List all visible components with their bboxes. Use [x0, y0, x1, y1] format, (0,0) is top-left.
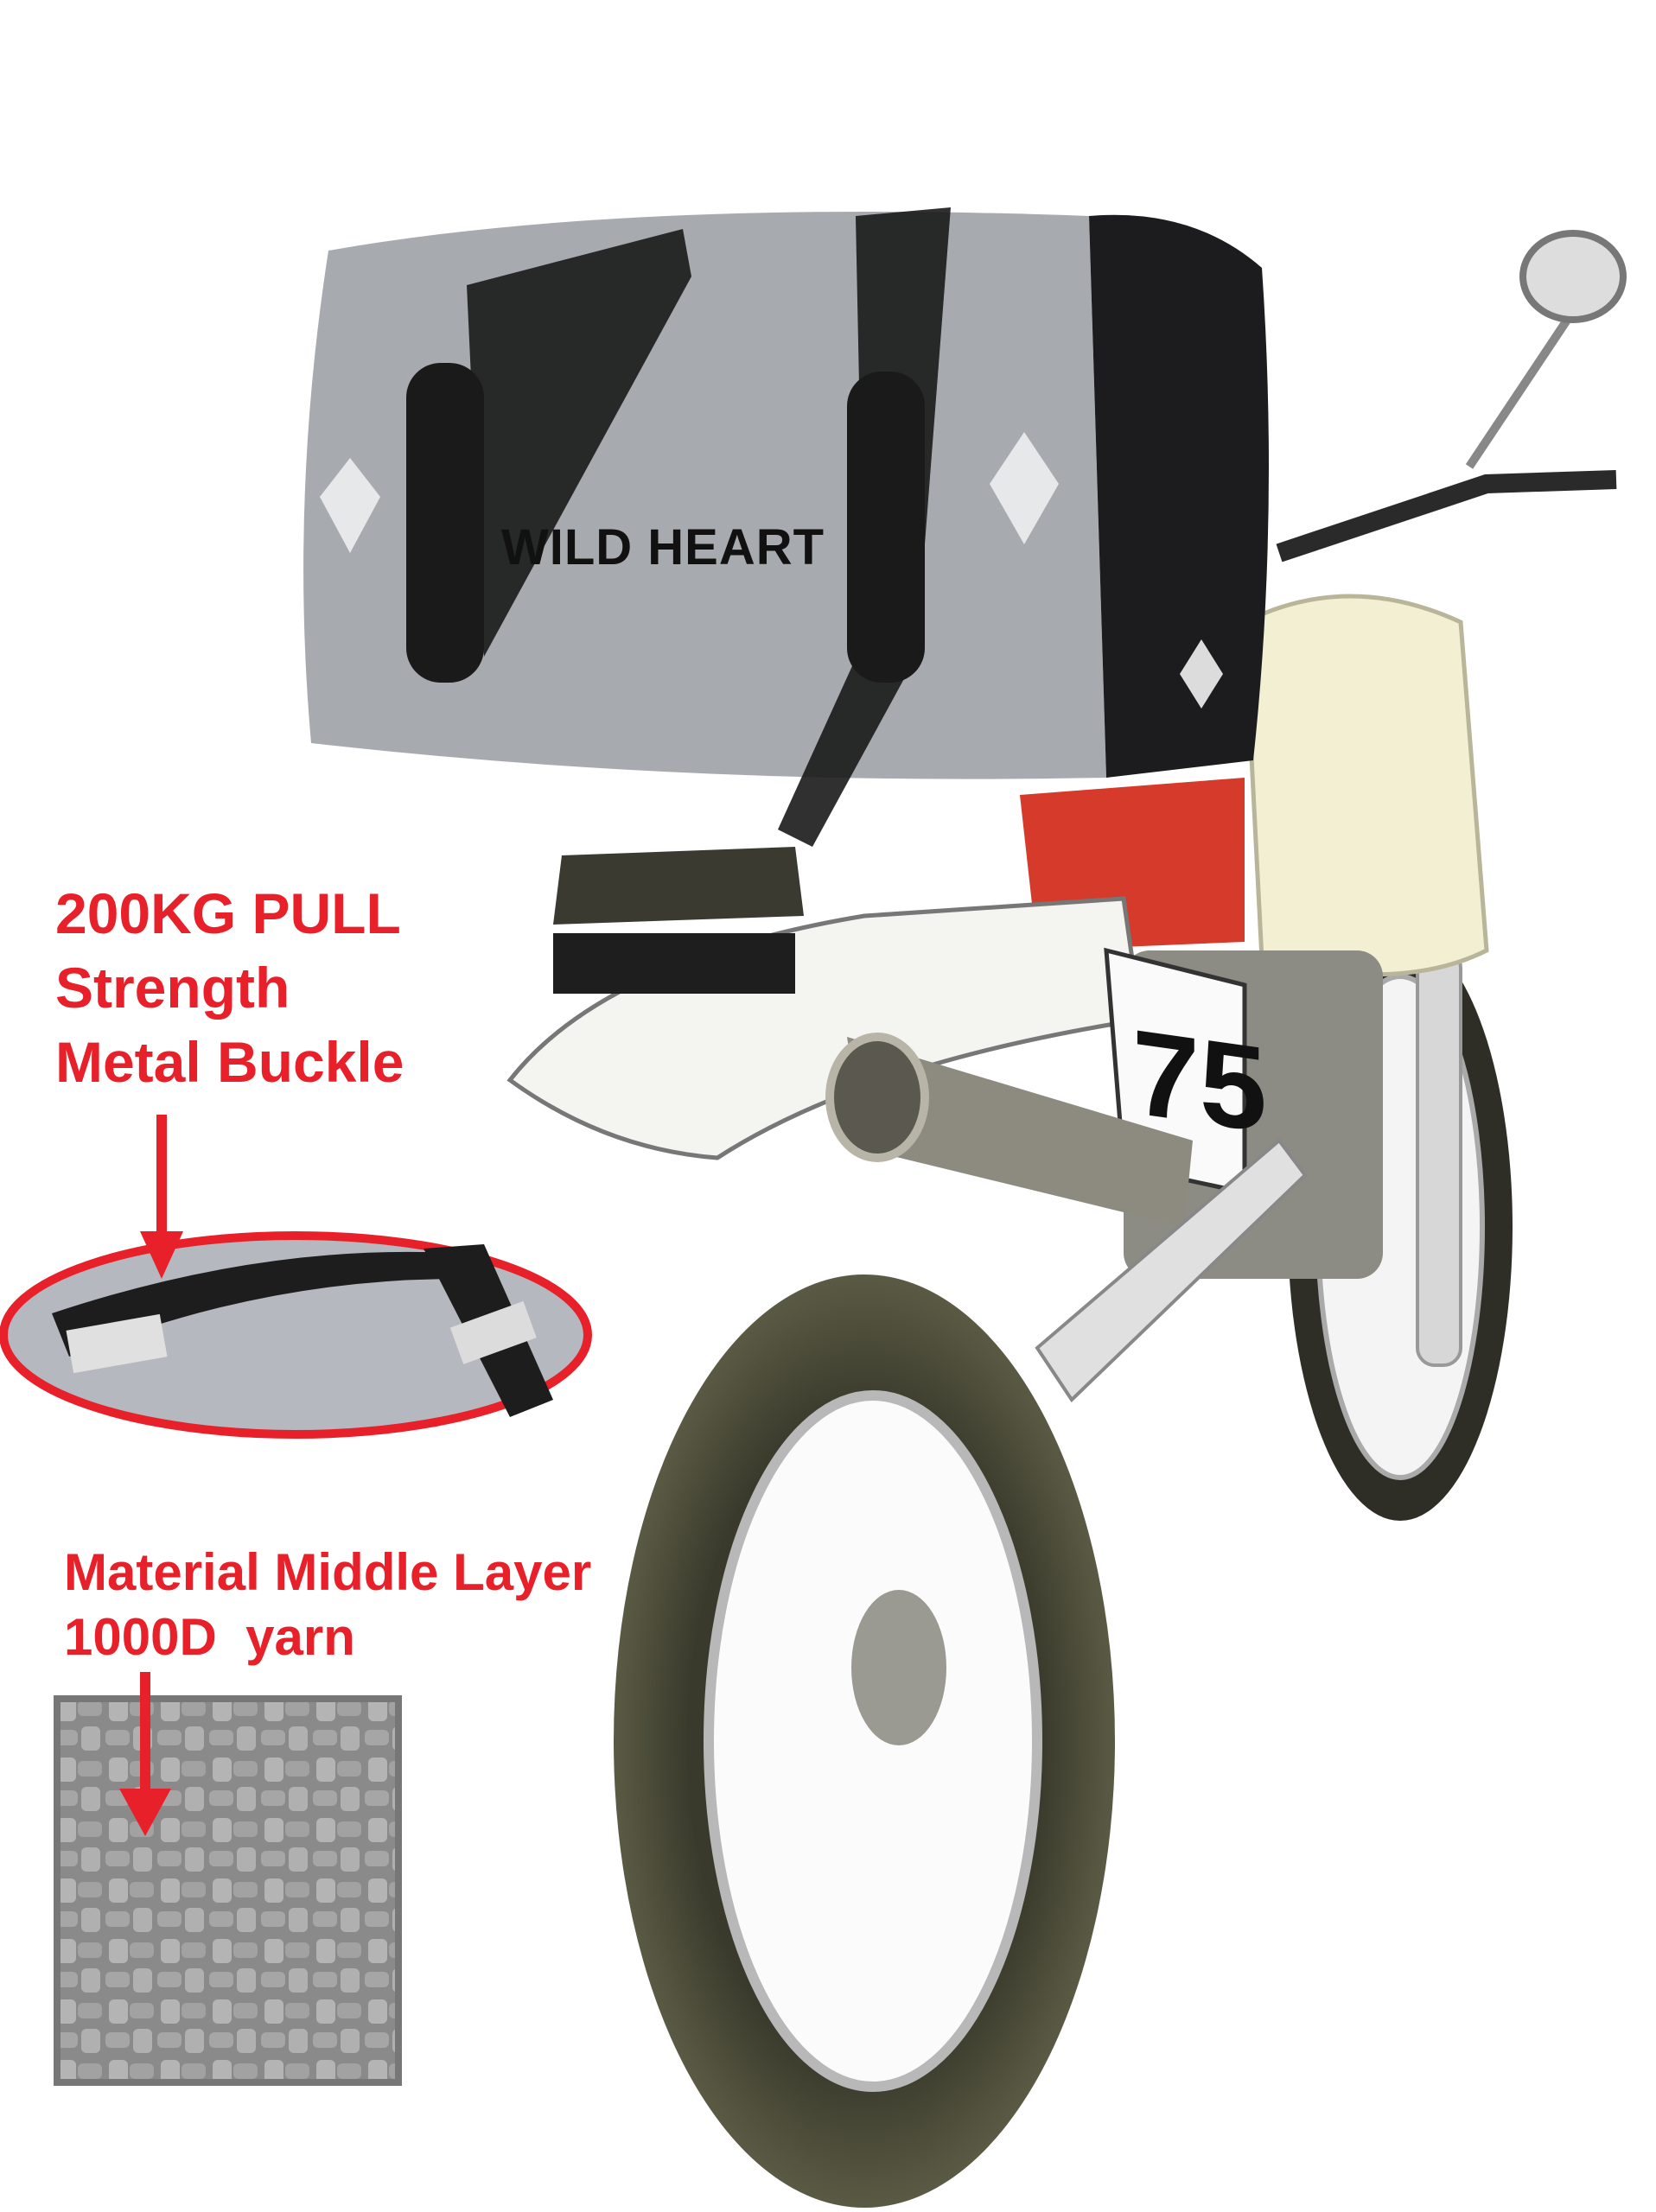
- callout-line: Metal Buckle: [55, 1029, 404, 1094]
- callout-line: 200KG PULL: [55, 881, 401, 945]
- callout-line: Strength: [55, 955, 290, 1020]
- bag-logo: WILD HEART: [501, 519, 825, 575]
- race-number: 75: [1132, 1003, 1267, 1158]
- callout-line: Material Middle Layer: [64, 1543, 592, 1601]
- tail-light: [553, 847, 804, 925]
- handlebar: [1276, 470, 1617, 563]
- callout-line: 1000D yarn: [64, 1608, 355, 1666]
- exhaust-pipe: [825, 1033, 1193, 1227]
- rear-wheel: [614, 1274, 1115, 2208]
- buckle-callout: 200KG PULL Strength Metal Buckle: [55, 877, 404, 1099]
- license-plate-mount: [553, 933, 795, 994]
- fuel-tank: [1242, 594, 1489, 977]
- material-callout: Material Middle Layer 1000D yarn: [64, 1540, 591, 1669]
- mirror: [1465, 230, 1627, 469]
- front-fork: [1416, 949, 1462, 1367]
- swingarm: [1035, 1138, 1308, 1403]
- duffel-bag: [303, 207, 1269, 847]
